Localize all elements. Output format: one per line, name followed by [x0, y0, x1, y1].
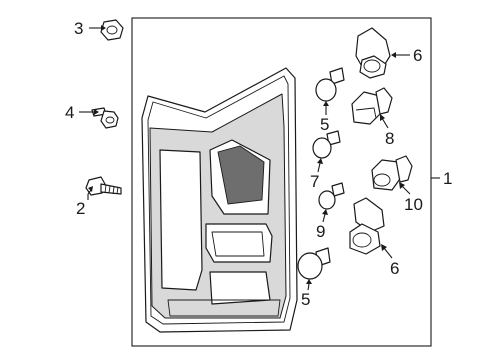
leader-lines: [79, 25, 440, 291]
callout-8: 8: [385, 129, 394, 148]
callout-7: 7: [310, 172, 319, 191]
callout-6-bottom: 6: [390, 259, 399, 278]
callout-3: 3: [74, 19, 83, 38]
callout-5-top: 5: [320, 115, 329, 134]
callout-1: 1: [443, 169, 452, 188]
callout-5-bottom: 5: [301, 290, 310, 309]
screw-icon: [85, 176, 122, 196]
assembly-frame: [131, 17, 432, 347]
push-nut-icon: [100, 19, 124, 41]
bulb-icon: [312, 130, 341, 159]
callout-9: 9: [316, 222, 325, 241]
callout-4: 4: [65, 103, 74, 122]
callout-2: 2: [76, 199, 85, 218]
socket-icon: [349, 197, 385, 255]
socket-icon: [355, 27, 391, 79]
callout-6-top: 6: [413, 46, 422, 65]
socket-icon: [351, 87, 393, 125]
callout-10: 10: [404, 195, 423, 214]
bulb-icon: [315, 67, 345, 102]
bulb-icon: [318, 182, 345, 210]
socket-icon: [371, 155, 413, 191]
bulb-icon: [297, 247, 331, 280]
tail-lamp-housing-icon: [141, 67, 298, 333]
